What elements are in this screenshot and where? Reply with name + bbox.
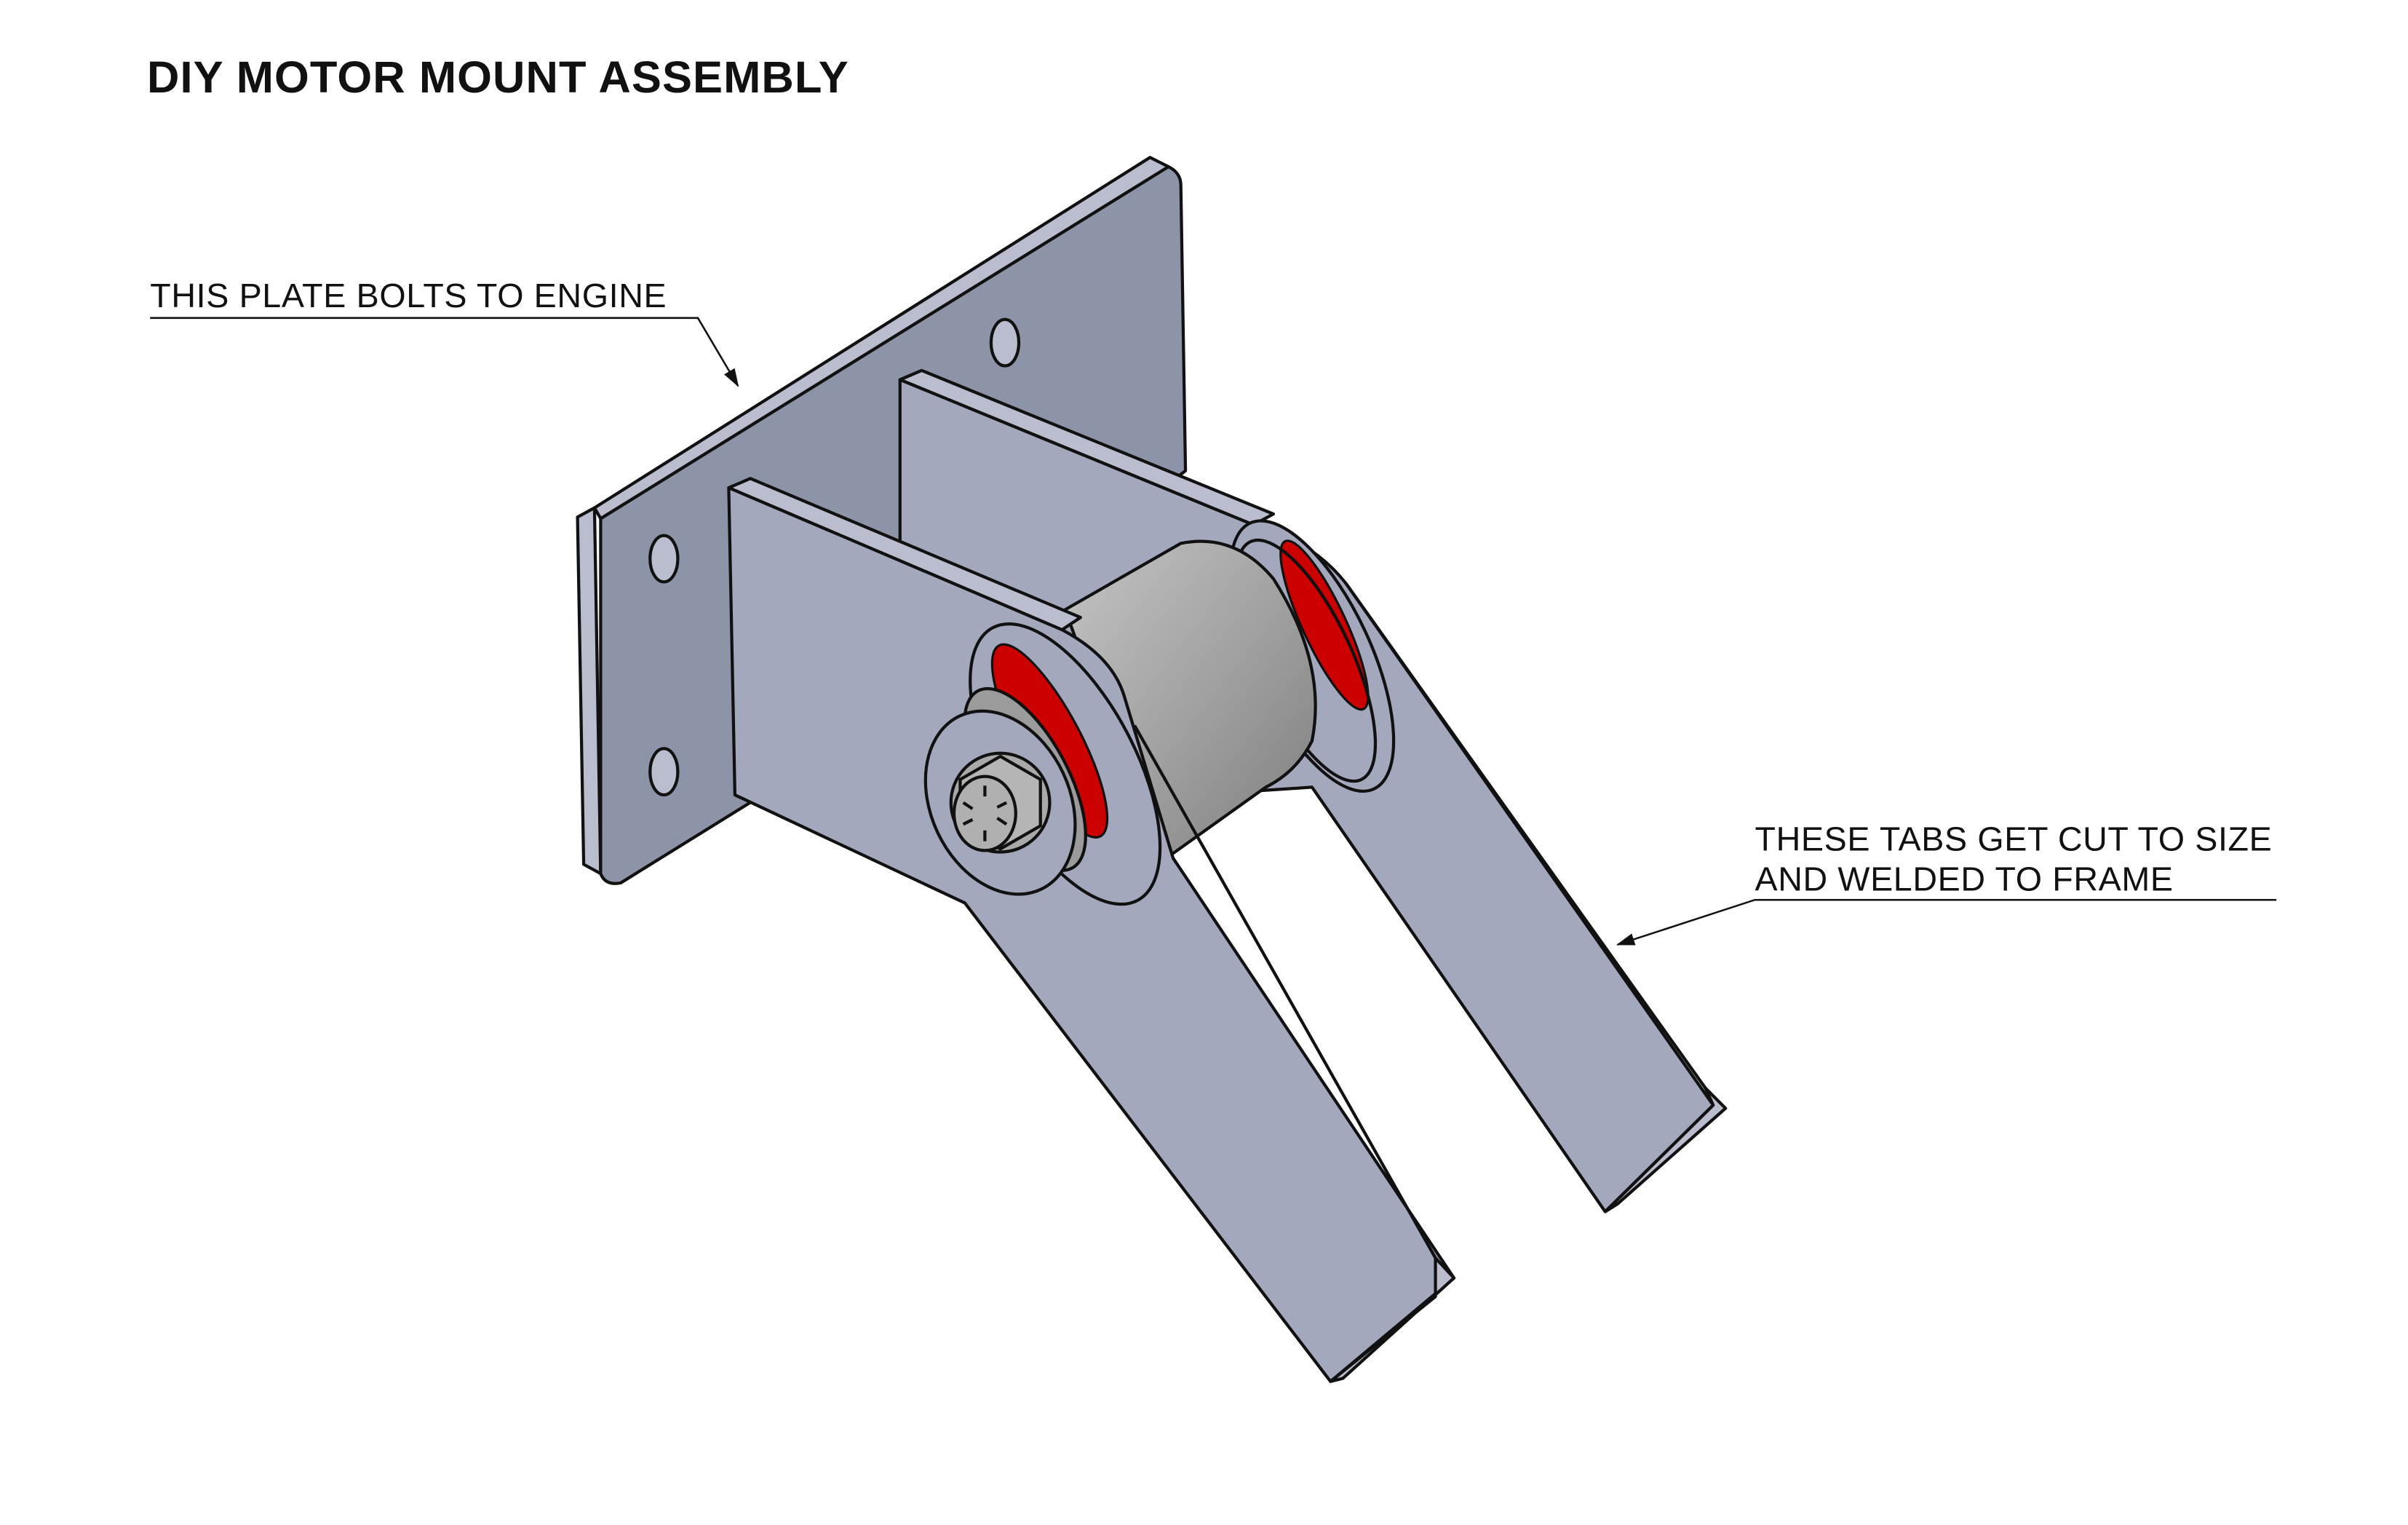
- bolt-hole: [648, 747, 680, 797]
- front-tab: [727, 477, 1456, 1383]
- bolt-hole: [989, 317, 1021, 368]
- plate-callout: THIS PLATE BOLTS TO ENGINE: [150, 277, 739, 387]
- plate-callout-text: THIS PLATE BOLTS TO ENGINE: [150, 277, 667, 314]
- bushing-sleeve: [1063, 539, 1317, 867]
- bolt-head-icon: [949, 751, 1052, 854]
- page-title: DIY MOTOR MOUNT ASSEMBLY: [147, 52, 849, 103]
- bolt-hole: [648, 534, 680, 584]
- tabs-callout-line1: THESE TABS GET CUT TO SIZE: [1755, 820, 2272, 857]
- tabs-callout-line2: AND WELDED TO FRAME: [1755, 860, 2173, 898]
- tabs-callout: THESE TABS GET CUT TO SIZE AND WELDED TO…: [1616, 820, 2277, 946]
